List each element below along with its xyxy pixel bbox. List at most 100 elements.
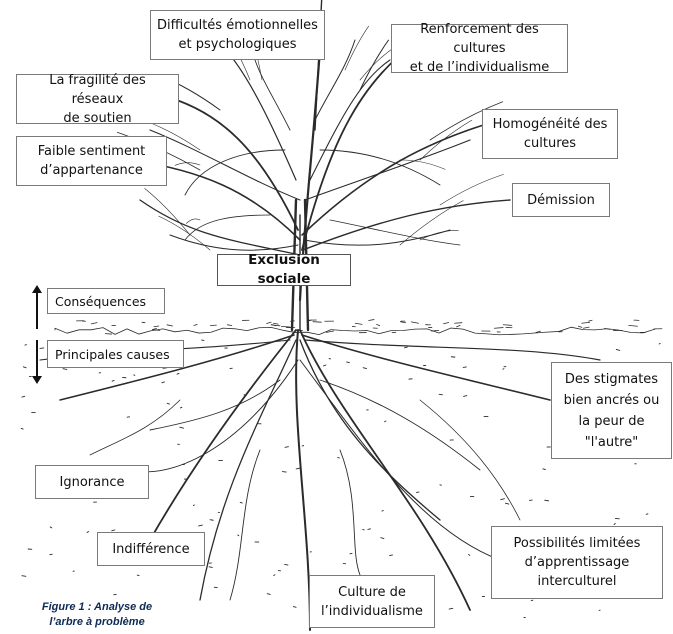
- consequence-reinforced-individualism: Renforcement des cultures et de l’indivi…: [391, 24, 568, 73]
- ground-dash-31: [455, 323, 462, 324]
- speck-136: [503, 369, 504, 370]
- root-1: [296, 330, 310, 630]
- ground-dash-6: [582, 322, 590, 323]
- root-17: [90, 400, 180, 455]
- speck-120: [167, 403, 169, 404]
- ground-dash-28: [152, 329, 156, 330]
- cause-ignorance: Ignorance: [35, 465, 149, 499]
- branch-8: [230, 55, 296, 180]
- ground-dash-57: [154, 326, 159, 327]
- speck-23: [469, 554, 470, 555]
- core-problem-box: Exclusion sociale: [217, 254, 351, 286]
- branch-11: [150, 130, 300, 200]
- ground-dash-41: [355, 323, 362, 324]
- speck-118: [63, 369, 67, 370]
- speck-96: [134, 375, 135, 376]
- speck-123: [545, 500, 549, 501]
- speck-11: [112, 380, 114, 381]
- speck-129: [162, 382, 165, 383]
- ground-dash-38: [194, 324, 197, 325]
- speck-75: [193, 505, 194, 506]
- ground-dash-42: [629, 325, 638, 326]
- root-16: [420, 400, 520, 520]
- root-14: [340, 450, 360, 575]
- speck-2: [449, 608, 453, 609]
- cause-stigmas-fear-of-other: Des stigmates bien ancrés ou la peur de …: [551, 362, 672, 459]
- speck-13: [543, 469, 546, 470]
- speck-126: [614, 523, 615, 524]
- ground-dash-49: [400, 322, 405, 323]
- speck-91: [363, 368, 366, 369]
- ground-dash-33: [167, 325, 173, 326]
- speck-45: [21, 428, 23, 429]
- branch-17: [185, 150, 285, 195]
- cause-limited-intercultural-learning: Possibilités limitées d’apprentissage in…: [491, 526, 663, 599]
- twig-14: [345, 26, 369, 70]
- speck-35: [659, 343, 660, 344]
- ground-dash-15: [444, 322, 449, 323]
- ground-dash-10: [273, 323, 278, 324]
- ground-dash-3: [583, 327, 589, 328]
- root-11: [130, 360, 298, 472]
- speck-134: [293, 607, 296, 608]
- speck-127: [390, 555, 393, 556]
- speck-37: [323, 365, 325, 366]
- consequence-fragile-support-networks: La fragilité des réseaux de soutien: [16, 74, 179, 124]
- speck-4: [501, 499, 505, 500]
- branch-7: [140, 200, 300, 255]
- twig-7: [145, 188, 190, 235]
- ground-dash-35: [210, 325, 216, 326]
- speck-26: [285, 447, 288, 448]
- speck-52: [180, 407, 181, 408]
- speck-41: [505, 503, 508, 504]
- figure-caption: Figure 1 : Analyse de l’arbre à problème: [18, 600, 176, 630]
- root-12: [320, 380, 480, 470]
- cause-indifference: Indifférence: [97, 532, 205, 566]
- speck-87: [210, 520, 213, 521]
- ground-dash-59: [457, 325, 461, 326]
- ground-dash-53: [578, 326, 582, 327]
- branch-19: [185, 215, 270, 240]
- speck-38: [381, 538, 384, 539]
- speck-18: [464, 396, 467, 397]
- branch-12: [304, 230, 450, 245]
- speck-48: [209, 567, 212, 568]
- branch-16: [320, 150, 440, 185]
- ground-dash-44: [494, 328, 503, 329]
- speck-64: [23, 367, 26, 368]
- speck-130: [238, 535, 239, 536]
- speck-95: [616, 349, 619, 350]
- speck-25: [267, 594, 270, 595]
- twig-18: [420, 230, 458, 240]
- ground-dash-40: [227, 325, 231, 326]
- down-arrow-icon: [29, 338, 45, 384]
- speck-7: [112, 530, 115, 531]
- speck-54: [87, 532, 89, 533]
- consequence-cultural-homogeneity: Homogénéité des cultures: [482, 109, 618, 159]
- up-arrow-icon: [29, 285, 45, 331]
- ground-dash-47: [411, 322, 418, 323]
- speck-86: [384, 421, 385, 422]
- twig-10: [420, 120, 472, 160]
- speck-85: [240, 502, 242, 503]
- ground-dash-9: [91, 323, 97, 324]
- speck-115: [404, 347, 407, 348]
- branch-3: [160, 95, 298, 230]
- ground-dash-16: [589, 320, 592, 321]
- root-10: [300, 360, 500, 560]
- consequence-weak-belonging: Faible sentiment d’appartenance: [16, 136, 167, 186]
- consequence-emotional-difficulties: Difficultés émotionnelles et psychologiq…: [150, 10, 325, 60]
- legend-causes: Principales causes: [47, 340, 184, 368]
- speck-81: [285, 564, 288, 565]
- ground-texture: [55, 320, 662, 335]
- ground-line: [55, 327, 655, 335]
- root-15: [230, 450, 260, 600]
- speck-8: [177, 373, 179, 374]
- root-13: [150, 380, 280, 430]
- speck-101: [368, 529, 371, 530]
- speck-58: [114, 594, 117, 595]
- root-7: [200, 340, 296, 600]
- root-4: [302, 335, 550, 400]
- legend-consequences: Conséquences: [47, 288, 165, 314]
